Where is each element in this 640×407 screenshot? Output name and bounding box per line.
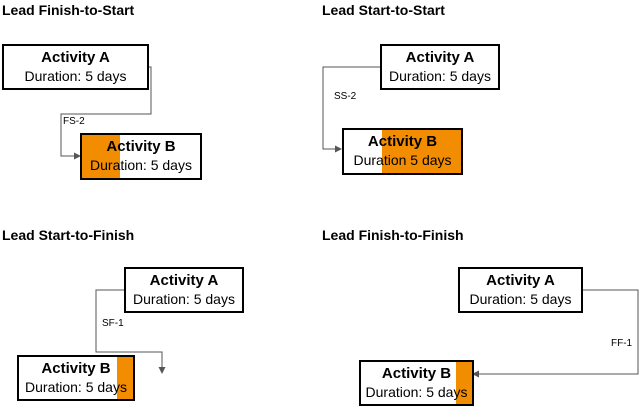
sf-activity-b-duration: Duration: 5 days	[25, 379, 127, 395]
ss-activity-a-name: Activity A	[405, 49, 475, 66]
fs-activity-a-name: Activity A	[41, 49, 110, 66]
fs-activity-a-duration: Duration: 5 days	[24, 68, 127, 84]
sf-activity-a-box: Activity A Duration: 5 days	[124, 267, 244, 313]
ss-link-label: SS-2	[333, 91, 358, 103]
sf-activity-a-name: Activity A	[149, 272, 219, 289]
ss-connector	[322, 66, 380, 153]
ff-connector	[472, 289, 639, 378]
sf-link-label: SF-1	[101, 318, 125, 330]
ff-lead-highlight	[456, 362, 472, 404]
fs-activity-a-box: Activity A Duration: 5 days	[2, 44, 149, 90]
ss-activity-a-duration: Duration: 5 days	[389, 68, 491, 84]
sf-activity-b-name: Activity B	[41, 360, 111, 377]
sf-lead-highlight	[117, 357, 133, 399]
ss-activity-b-duration: Duration 5 days	[353, 152, 452, 168]
ff-activity-b-name: Activity B	[381, 365, 452, 382]
ss-activity-a-box: Activity A Duration: 5 days	[380, 44, 500, 90]
ss-lead-highlight	[382, 130, 461, 173]
ff-activity-b-box: Activity B Duration: 5 days	[359, 360, 474, 406]
sf-activity-b-box: Activity B Duration: 5 days	[17, 355, 135, 401]
fs-lead-highlight	[82, 135, 120, 178]
panel-title-fs: Lead Finish-to-Start	[2, 2, 135, 18]
fs-activity-b-box: Activity B Duration: 5 days	[80, 133, 202, 180]
panel-title-ff: Lead Finish-to-Finish	[322, 227, 464, 243]
sf-connector	[95, 289, 166, 374]
ff-activity-a-box: Activity A Duration: 5 days	[458, 267, 583, 313]
ss-activity-b-name: Activity B	[367, 133, 438, 150]
ff-activity-a-name: Activity A	[486, 272, 555, 289]
ff-activity-b-duration: Duration: 5 days	[365, 384, 468, 400]
ff-activity-a-duration: Duration: 5 days	[469, 291, 572, 307]
ss-activity-b-box: Activity B Duration 5 days	[342, 128, 463, 175]
fs-link-label: FS-2	[62, 116, 86, 128]
fs-connector	[60, 66, 152, 160]
panel-title-sf: Lead Start-to-Finish	[2, 227, 135, 243]
ff-link-label: FF-1	[610, 338, 634, 350]
sf-activity-a-duration: Duration: 5 days	[133, 291, 235, 307]
fs-activity-b-name: Activity B	[106, 138, 176, 155]
panel-title-ss: Lead Start-to-Start	[322, 2, 445, 18]
fs-activity-b-duration: Duration: 5 days	[90, 157, 192, 173]
